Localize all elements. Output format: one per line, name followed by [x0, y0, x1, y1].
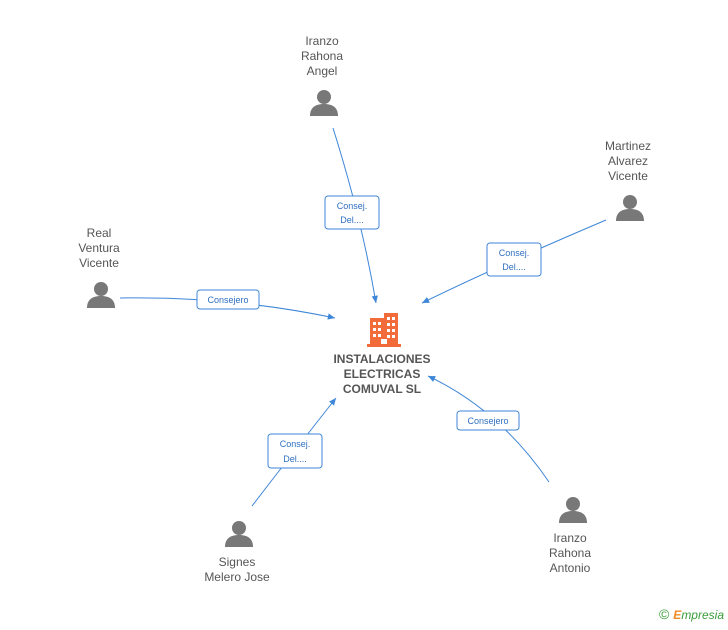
edge-label-iranzo-rahona-angel[interactable]: Consej. Del....: [324, 195, 380, 230]
person-name-line: Melero Jose: [204, 570, 270, 584]
edge-label-line: Del....: [502, 262, 526, 272]
copyright-icon: ©: [658, 606, 670, 622]
person-name-line: Iranzo: [305, 34, 339, 48]
person-name-line: Ventura: [78, 241, 120, 255]
edge-label-line: Del....: [283, 454, 307, 464]
person-icon: [616, 195, 644, 221]
person-name-line: Martinez: [605, 139, 651, 153]
person-node-martinez-alvarez-vicente[interactable]: Martinez Alvarez Vicente: [605, 139, 651, 221]
edge-label-martinez-alvarez-vicente[interactable]: Consej. Del....: [486, 242, 542, 277]
edge-label-real-ventura-vicente[interactable]: Consejero: [196, 289, 260, 310]
person-icon: [225, 521, 253, 547]
edge-label-line: Consej.: [499, 248, 530, 258]
person-name-line: Angel: [307, 64, 338, 78]
person-name-line: Signes: [219, 555, 256, 569]
person-name-line: Antonio: [550, 561, 591, 575]
person-name-line: Rahona: [549, 546, 591, 560]
company-name-line: INSTALACIONES: [333, 352, 430, 366]
edge-label-signes-melero-jose[interactable]: Consej. Del....: [267, 433, 323, 469]
person-icon: [559, 497, 587, 523]
building-icon: [367, 313, 401, 347]
company-name-line: ELECTRICAS: [344, 367, 421, 381]
person-name-line: Iranzo: [553, 531, 587, 545]
edge-label-line: Consej.: [337, 201, 368, 211]
person-name-line: Rahona: [301, 49, 343, 63]
edge-label-line: Consejero: [467, 416, 508, 426]
person-icon: [310, 90, 338, 116]
brand-initial: E: [673, 608, 682, 622]
edge-label-line: Del....: [340, 215, 364, 225]
company-name-line: COMUVAL SL: [343, 382, 421, 396]
person-name-line: Alvarez: [608, 154, 648, 168]
person-node-signes-melero-jose[interactable]: Signes Melero Jose: [204, 521, 270, 584]
person-icon: [87, 282, 115, 308]
edges: [119, 127, 607, 507]
edge-label-line: Consej.: [280, 439, 311, 449]
footer-brand: ©Empresia: [659, 606, 724, 622]
person-name-line: Vicente: [79, 256, 119, 270]
person-node-iranzo-rahona-angel[interactable]: Iranzo Rahona Angel: [301, 34, 343, 116]
edge-label-iranzo-rahona-antonio[interactable]: Consejero: [456, 410, 520, 431]
person-node-real-ventura-vicente[interactable]: Real Ventura Vicente: [78, 226, 120, 308]
brand-name: mpresia: [681, 608, 724, 622]
person-name-line: Real: [87, 226, 112, 240]
edge-label-line: Consejero: [207, 295, 248, 305]
person-name-line: Vicente: [608, 169, 648, 183]
person-node-iranzo-rahona-antonio[interactable]: Iranzo Rahona Antonio: [549, 497, 591, 575]
company-node[interactable]: INSTALACIONES ELECTRICAS COMUVAL SL: [333, 313, 431, 396]
